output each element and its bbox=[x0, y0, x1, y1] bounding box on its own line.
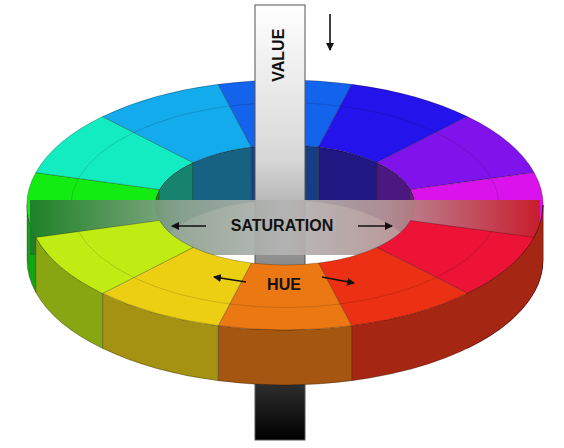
node-text: HUE bbox=[267, 276, 301, 294]
node-text: SATURATION bbox=[231, 217, 334, 235]
segment-line bbox=[134, 278, 230, 305]
segment-line bbox=[78, 133, 133, 179]
saturation-band-label: SATURATION bbox=[231, 217, 334, 235]
hue-segment-label: HUE bbox=[267, 276, 301, 294]
segment-line bbox=[436, 232, 491, 278]
segment-line bbox=[436, 133, 491, 179]
value-arrow bbox=[329, 14, 331, 50]
segment-line bbox=[340, 106, 436, 133]
value-label-bar: VALUE bbox=[253, 46, 306, 64]
segment-line bbox=[340, 278, 436, 305]
hue-segment bbox=[319, 247, 468, 325]
node-text: VALUE bbox=[271, 28, 289, 81]
segment-line bbox=[78, 232, 133, 278]
saturation-arrow-right bbox=[358, 225, 392, 227]
hue-arrow-right bbox=[322, 277, 354, 283]
saturation-arrow-left bbox=[172, 225, 206, 227]
segment-line bbox=[230, 304, 341, 307]
hue-segment bbox=[36, 221, 193, 294]
segment-line bbox=[134, 106, 230, 133]
ring-outer-wall bbox=[218, 326, 352, 385]
hue-arrow-left bbox=[214, 277, 246, 282]
